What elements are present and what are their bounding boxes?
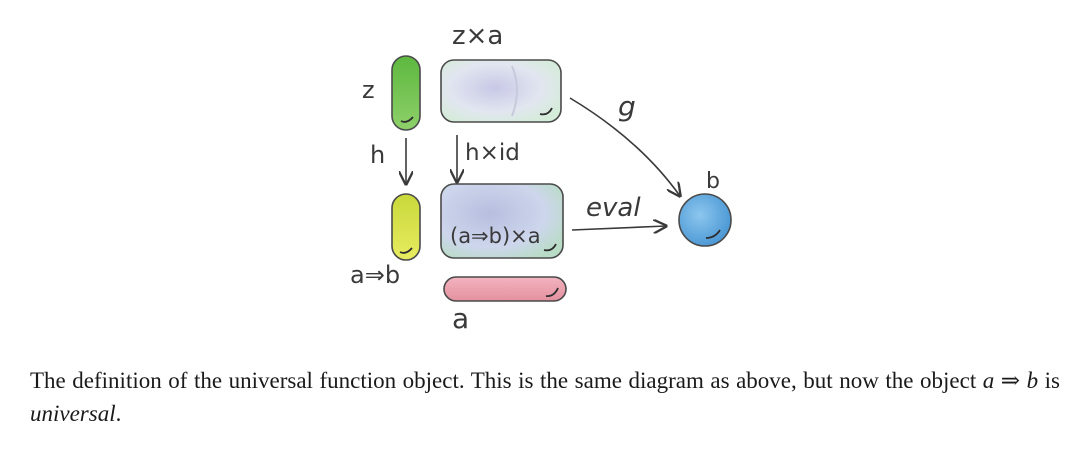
label-eval: eval bbox=[586, 193, 641, 223]
object-exp-times-a-tick bbox=[543, 243, 557, 252]
caption-math-arrow: ⇒ bbox=[994, 368, 1027, 393]
label-z: z bbox=[362, 76, 375, 104]
label-z-times-a: z×a bbox=[452, 21, 503, 51]
object-a-tick bbox=[545, 287, 559, 297]
object-z bbox=[391, 55, 421, 131]
label-b: b bbox=[706, 169, 720, 194]
object-z-times-a-fold bbox=[511, 65, 518, 117]
caption-text-1: The definition of the universal function… bbox=[30, 368, 983, 393]
object-z-times-a bbox=[440, 59, 562, 123]
object-a-implies-b-tick bbox=[399, 247, 413, 254]
object-z-tick bbox=[400, 116, 414, 123]
object-b bbox=[678, 193, 732, 247]
universal-function-diagram: z×a z h h×id g a⇒b (a⇒b)×a eval b a bbox=[350, 21, 732, 335]
label-a: a bbox=[452, 302, 469, 335]
caption-math-a: a bbox=[982, 368, 995, 393]
arrow-g bbox=[569, 97, 680, 196]
caption-emphasis-universal: universal bbox=[30, 401, 116, 426]
label-g: g bbox=[618, 90, 636, 123]
object-b-tick bbox=[705, 229, 721, 239]
caption-text-3: . bbox=[115, 401, 122, 426]
object-exp-times-a bbox=[440, 183, 564, 259]
label-a-implies-b: a⇒b bbox=[350, 261, 400, 289]
label-h: h bbox=[370, 141, 385, 169]
label-h-times-id: h×id bbox=[465, 140, 520, 166]
object-z-times-a-tick bbox=[539, 107, 553, 116]
caption-text-2: is bbox=[1038, 368, 1060, 393]
label-exp-times-a: (a⇒b)×a bbox=[450, 224, 541, 248]
caption-math-b: b bbox=[1026, 368, 1039, 393]
object-a bbox=[443, 276, 567, 302]
figure-caption: The definition of the universal function… bbox=[30, 364, 1060, 430]
arrow-eval bbox=[571, 226, 666, 230]
object-a-implies-b bbox=[391, 193, 421, 261]
